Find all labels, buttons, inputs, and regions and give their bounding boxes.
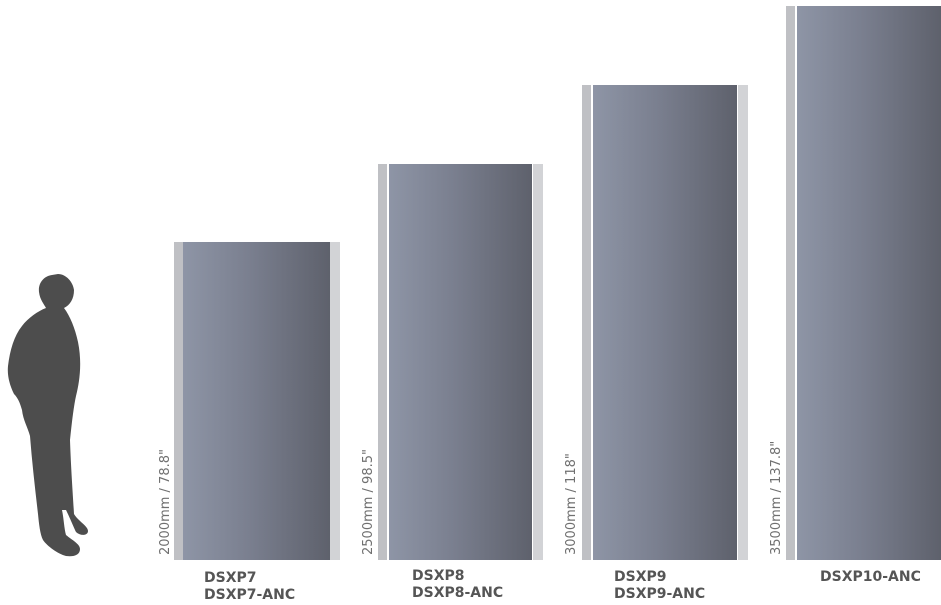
panel-side-rail [786, 6, 795, 560]
panel-face [593, 85, 737, 560]
dimension-label: 2500mm / 98.5" [361, 449, 376, 555]
product-variant: DSXP9-ANC [614, 586, 706, 602]
product-name: DSXP10-ANC [820, 569, 921, 585]
product-variant: DSXP8-ANC [412, 585, 504, 601]
panel-side-rail [378, 164, 387, 560]
panel-side-rail [330, 242, 340, 560]
product-panel-dsxp8 [378, 164, 543, 560]
product-panel-dsxp9 [582, 85, 748, 560]
panel-side-rail [174, 242, 183, 560]
panel-face [183, 242, 330, 560]
dimension-label: 3500mm / 137.8" [769, 440, 784, 555]
panel-side-rail [738, 85, 748, 560]
product-label: DSXP7 DSXP7-ANC [204, 570, 295, 604]
product-name: DSXP8 [412, 568, 465, 584]
dimension-label: 3000mm / 118" [564, 453, 579, 555]
product-label: DSXP8 DSXP8-ANC [412, 568, 503, 602]
product-variant: DSXP7-ANC [204, 587, 296, 603]
panel-face [797, 6, 941, 560]
dimension-label: 2000mm / 78.8" [158, 449, 173, 555]
panel-face [389, 164, 532, 560]
panel-side-rail [533, 164, 543, 560]
product-label: DSXP10-ANC [820, 569, 921, 586]
panel-side-rail [582, 85, 591, 560]
product-name: DSXP9 [614, 569, 667, 585]
product-name: DSXP7 [204, 570, 257, 586]
product-panel-dsxp7 [174, 242, 340, 560]
product-label: DSXP9 DSXP9-ANC [614, 569, 705, 603]
product-panel-dsxp10 [786, 6, 941, 560]
